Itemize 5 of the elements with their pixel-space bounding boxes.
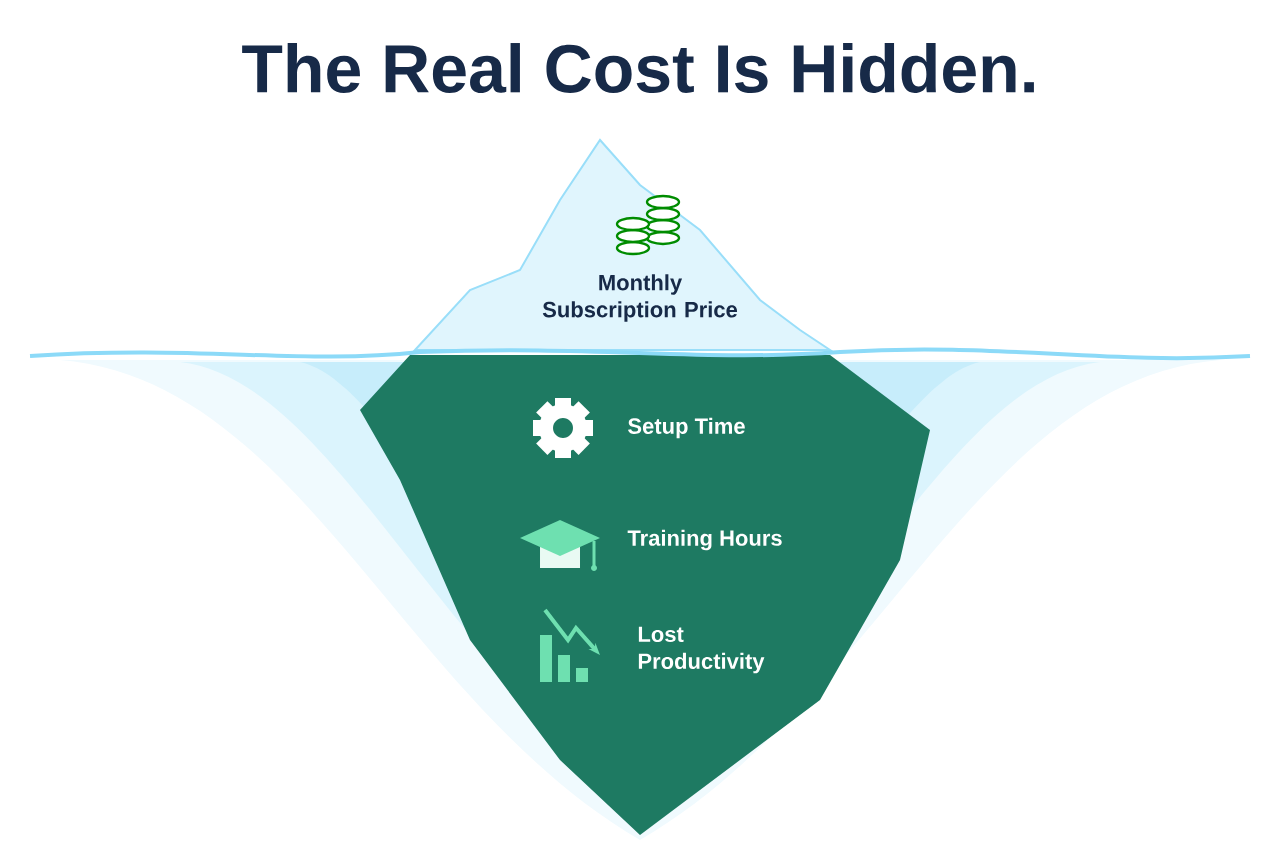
- cost-label: Monthly Subscription Price: [542, 274, 738, 322]
- cost-label: Training Hours: [627, 529, 782, 551]
- title: The Real Cost Is Hidden.: [242, 43, 1034, 93]
- cost-label: Lost Productivity: [638, 626, 765, 674]
- cost-label: Setup Time: [628, 417, 745, 439]
